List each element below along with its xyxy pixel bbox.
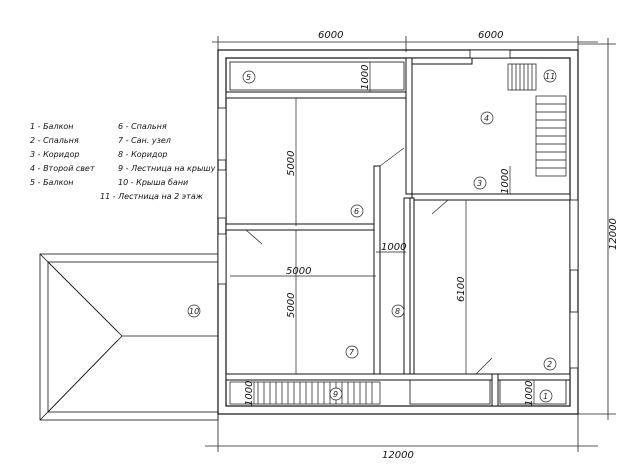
stairs-9 [229, 381, 381, 405]
legend-col-2: 6 - Спальня 7 - Сан. узел 8 - Коридор 9 … [100, 122, 216, 206]
dim-right: 12000 [608, 218, 619, 250]
room-2-label: 2 [547, 360, 552, 369]
room-6-label: 6 [354, 207, 359, 216]
room-10-label: 10 [189, 307, 199, 316]
legend-item: 10 - Крыша бани [118, 178, 189, 187]
dim-corridor-width: 1000 [381, 242, 406, 253]
legend-item: 4 - Второй свет [30, 164, 95, 173]
room-11-label: 11 [545, 72, 555, 81]
room-markers [187, 69, 557, 403]
dim-bedroom-width: 5000 [286, 266, 311, 277]
dim-stair-bottom: 1000 [244, 381, 255, 406]
legend-item: 11 - Лестница на 2 этаж [100, 192, 203, 201]
dim-bottom: 12000 [382, 450, 414, 461]
legend-item: 3 - Коридор [30, 150, 80, 159]
dim-bedroom6-height: 5000 [286, 151, 297, 176]
doors [245, 147, 493, 375]
legend-item: 1 - Балкон [30, 122, 74, 131]
bath-roof [39, 253, 219, 421]
room-1-label: 1 [543, 392, 548, 401]
legend-item: 5 - Балкон [30, 178, 74, 187]
room-3-label: 3 [477, 179, 482, 188]
dim-top-right: 6000 [478, 30, 503, 41]
dim-corridor-upper: 1000 [500, 169, 511, 194]
balcony-1 [499, 379, 567, 405]
legend-col-1: 1 - Балкон 2 - Спальня 3 - Коридор 4 - В… [30, 122, 95, 192]
dim-balcony-bottom: 1000 [524, 381, 535, 406]
room-9-label: 9 [333, 390, 338, 399]
room-4-label: 4 [484, 114, 489, 123]
dim-balcony-top: 1000 [360, 65, 371, 90]
legend-item: 7 - Сан. узел [118, 136, 171, 145]
outer-walls [217, 49, 579, 415]
legend-item: 2 - Спальня [30, 136, 79, 145]
legend-item: 8 - Коридор [118, 150, 168, 159]
bottom-mid-strip [409, 379, 491, 405]
legend-item: 9 - Лестница на крышу [118, 164, 216, 173]
dim-right-room-height: 6100 [456, 277, 467, 302]
windows [217, 49, 579, 369]
balcony-5 [229, 61, 405, 91]
room-8-label: 8 [395, 307, 400, 316]
legend-item: 6 - Спальня [118, 122, 167, 131]
stairs-11 [507, 63, 567, 177]
dim-top-left: 6000 [318, 30, 343, 41]
interior-walls [225, 57, 571, 407]
inner-dimension-lines [230, 62, 535, 404]
room-5-label: 5 [246, 73, 251, 82]
dim-bedroom7-height: 5000 [286, 293, 297, 318]
room-7-label: 7 [349, 348, 355, 357]
